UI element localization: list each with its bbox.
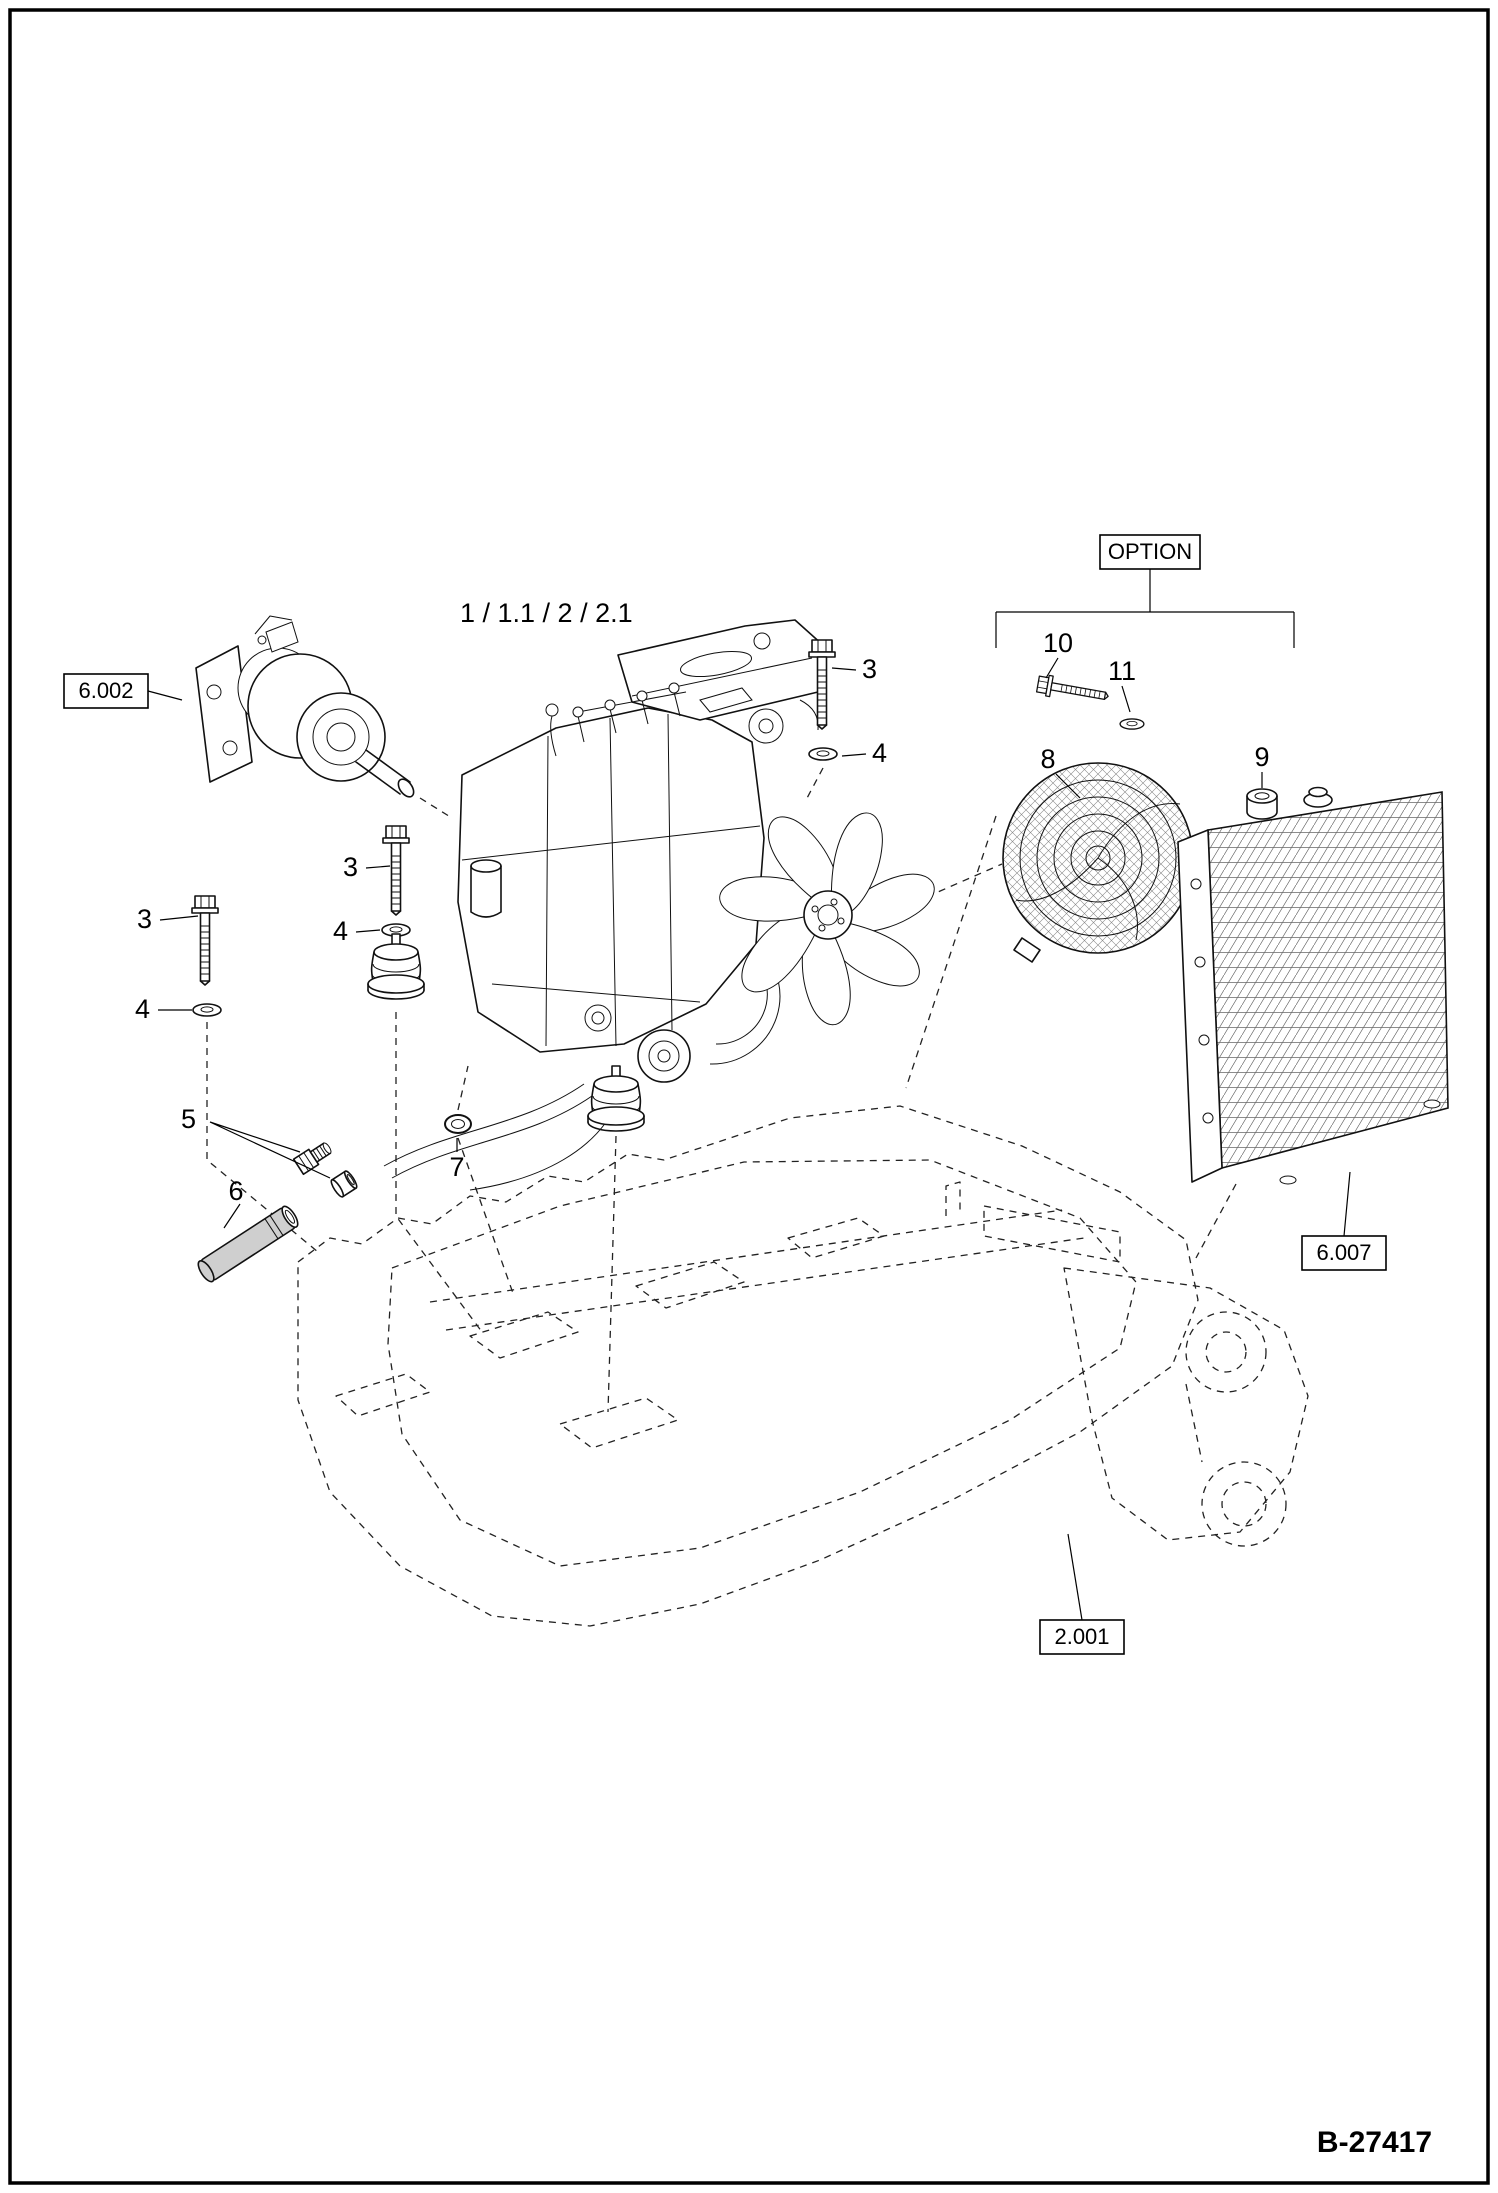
ref-radiator-label: 6.007 (1316, 1240, 1371, 1265)
ref-box-pump: 6.002 (63, 673, 183, 709)
callout-3-right: 3 (862, 654, 877, 684)
callout-6: 6 (228, 1176, 243, 1206)
option-washer-icon (1119, 718, 1145, 730)
ref-box-radiator: 6.007 (1301, 1171, 1387, 1271)
engine-fan (714, 806, 935, 1029)
fan-guard-drawing (1002, 762, 1194, 963)
option-bolt-icon (1035, 673, 1111, 708)
callout-4-left: 4 (135, 994, 150, 1024)
fitting-icon-a (292, 1142, 332, 1176)
washer-icon-left (192, 1003, 222, 1017)
ref-pump-label: 6.002 (78, 678, 133, 703)
radiator-drawing (1177, 786, 1449, 1185)
assembly-group-label: 1 / 1.1 / 2 / 2.1 (460, 598, 633, 628)
ref-frame-label: 2.001 (1054, 1624, 1109, 1649)
hose-icon (197, 1205, 299, 1283)
hydraulic-pump-drawing (195, 615, 415, 798)
callout-3-mid: 3 (343, 852, 358, 882)
callout-5: 5 (181, 1104, 196, 1134)
fitting-icon-b (330, 1170, 358, 1198)
engine-mount-icon-front (587, 1065, 645, 1132)
callout-9: 9 (1254, 742, 1269, 772)
spacer-icon (1246, 788, 1278, 820)
callout-8: 8 (1040, 744, 1055, 774)
drawing-number: B-27417 (1317, 2126, 1432, 2159)
callout-4-mid: 4 (333, 916, 348, 946)
callout-4-right: 4 (872, 738, 887, 768)
engine-drawing (457, 619, 935, 1083)
engine-mount-icon-left (367, 933, 425, 1000)
callout-7: 7 (449, 1152, 464, 1182)
callout-3-left: 3 (137, 904, 152, 934)
chassis-frame-drawing (297, 1105, 1309, 1627)
option-bracket-line (995, 569, 1295, 648)
option-label: OPTION (1108, 539, 1192, 564)
page-border (8, 8, 1490, 2185)
hose-routing-lines (383, 1083, 621, 1191)
bolt-icon-mid (382, 825, 410, 916)
washer-icon-right (808, 747, 838, 761)
bolt-icon-left (191, 895, 219, 986)
seal-ring-icon (444, 1114, 472, 1134)
ref-box-frame: 2.001 (1039, 1533, 1125, 1655)
callout-11: 11 (1108, 656, 1136, 686)
callout-10: 10 (1043, 628, 1073, 658)
option-label-box: OPTION (1099, 534, 1201, 570)
